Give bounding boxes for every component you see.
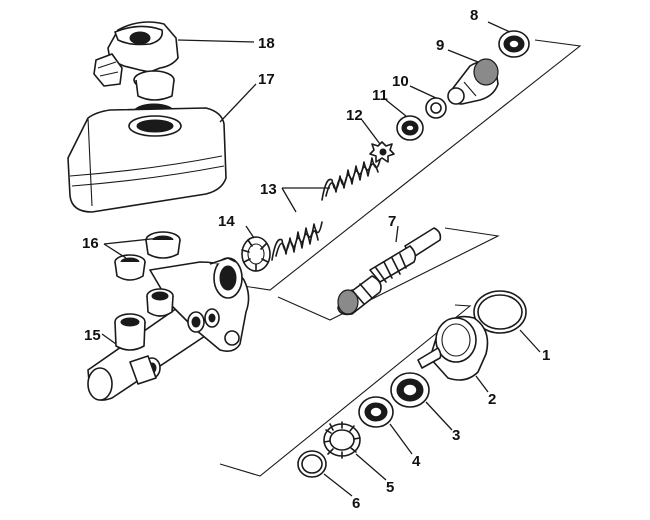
seal-8: [498, 30, 530, 58]
callout-2: 2: [488, 391, 496, 408]
seal-3: [390, 372, 430, 408]
callout-17: 17: [258, 71, 275, 88]
small-o-ring: [297, 450, 327, 478]
large-o-ring: [473, 290, 527, 334]
callout-labels: 1 2 3 4 5 6 7 8 9 10 11 12 13 14 15 16 1…: [82, 7, 550, 512]
callout-11: 11: [372, 87, 388, 104]
master-cylinder-body: [87, 257, 250, 401]
leader-lines: [101, 21, 541, 497]
bracket-piston-assembly: [277, 227, 500, 321]
callout-15: 15: [84, 327, 101, 344]
ring-seal-11: [396, 115, 424, 141]
callout-8: 8: [470, 7, 478, 24]
primary-piston: [447, 58, 499, 105]
washer-10: [425, 97, 447, 119]
callout-14: 14: [218, 213, 235, 230]
callout-12: 12: [346, 107, 363, 124]
fluid-reservoir: [67, 107, 227, 213]
callout-7: 7: [388, 213, 396, 230]
housing-sleeve: [417, 315, 489, 381]
bracket-lower-assembly: [219, 304, 472, 477]
callout-3: 3: [452, 427, 460, 444]
callout-13: 13: [260, 181, 277, 198]
spring-short: [271, 221, 323, 261]
callout-6: 6: [352, 495, 360, 512]
spring-seat: [241, 236, 271, 272]
secondary-piston-assembly: [337, 227, 442, 316]
callout-9: 9: [436, 37, 444, 54]
spring-long: [321, 157, 381, 201]
reservoir-seals: [114, 231, 181, 281]
ring-seal-4: [358, 396, 394, 428]
bracket-upper-assembly: [229, 39, 582, 291]
callout-16: 16: [82, 235, 99, 252]
callout-4: 4: [412, 453, 421, 470]
callout-5: 5: [386, 479, 394, 496]
toothed-retainer: [323, 421, 361, 459]
callout-1: 1: [542, 347, 550, 364]
star-washer: [369, 141, 395, 163]
callout-18: 18: [258, 35, 275, 52]
callout-10: 10: [392, 73, 409, 90]
